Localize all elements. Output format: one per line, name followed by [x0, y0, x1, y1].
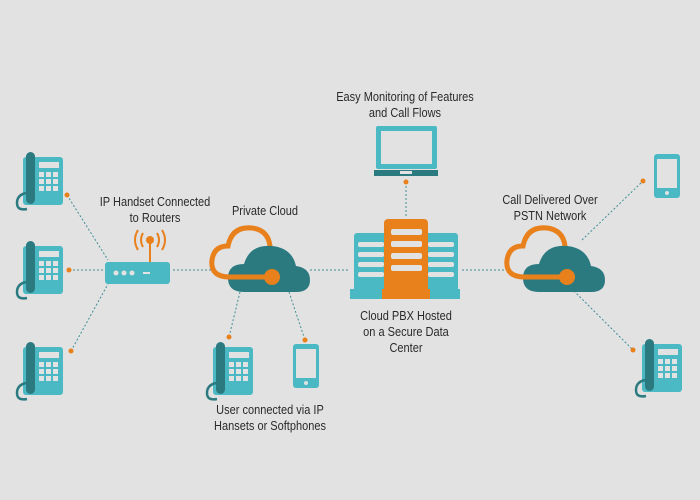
label-line: PSTN Network — [513, 209, 587, 223]
label-line: on a Secure Data — [363, 325, 449, 339]
connectors — [66, 180, 644, 352]
label-line: Cloud PBX Hosted — [360, 309, 452, 323]
connector-cloud-userphone — [228, 291, 241, 338]
label-line: and Call Flows — [368, 106, 442, 120]
private-cloud-icon — [212, 228, 310, 292]
connector-cloud-smartphone — [288, 291, 306, 341]
label-monitoring: Easy Monitoring of Features and Call Flo… — [313, 89, 498, 121]
label-line: Center — [389, 341, 423, 355]
label-pstn: Call Delivered Over PSTN Network — [488, 192, 611, 224]
desk-phone-icon — [15, 340, 65, 401]
label-line: Call Delivered Over — [502, 193, 598, 207]
connector-phone3-router — [70, 283, 109, 352]
label-line: Private Cloud — [231, 204, 299, 218]
connector-phone1-router — [66, 194, 109, 261]
label-line: User connected via IP — [216, 403, 324, 417]
pstn-desk-phone-icon — [634, 337, 684, 398]
desk-phone-icon — [15, 239, 65, 300]
laptop-icon — [374, 126, 438, 176]
connector-dots — [64, 178, 646, 354]
label-ip-handset: IP Handset Connected to Routers — [80, 194, 230, 226]
label-cloud-pbx: Cloud PBX Hosted on a Secure Data Center — [344, 308, 467, 356]
label-line: Easy Monitoring of Features — [336, 90, 474, 104]
connector-pstn-deskphone — [570, 287, 634, 351]
label-private-cloud: Private Cloud — [217, 203, 314, 219]
label-user-connected: User connected via IP Hansets or Softpho… — [191, 402, 349, 434]
user-smartphone-icon — [293, 344, 319, 388]
user-desk-phone-icon — [205, 340, 255, 401]
label-line: IP Handset Connected — [99, 195, 211, 209]
label-line: Hansets or Softphones — [214, 419, 326, 433]
desk-phone-icon — [15, 150, 65, 211]
pstn-smartphone-icon — [654, 154, 680, 198]
router-icon — [105, 229, 170, 284]
pstn-cloud-icon — [507, 228, 605, 292]
label-line: to Routers — [129, 211, 181, 225]
server-icon — [350, 219, 460, 299]
